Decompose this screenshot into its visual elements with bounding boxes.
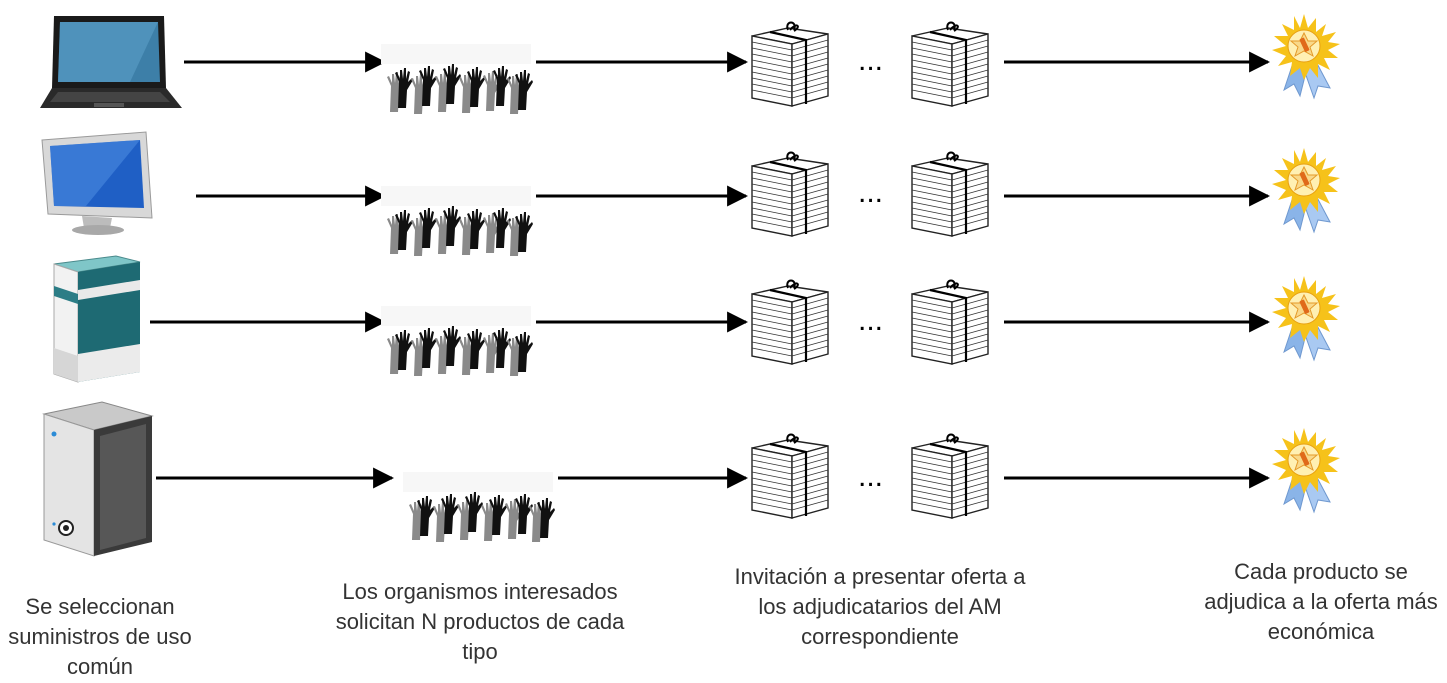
- server-tower-icon: [43, 401, 153, 557]
- ellipsis: ...: [858, 304, 883, 337]
- row-1: ...: [40, 13, 1341, 114]
- row-3: ...: [53, 255, 1341, 383]
- caption-invitation-offer: Invitación a presentar oferta a los adju…: [734, 564, 1026, 649]
- row-2: ...: [41, 131, 1341, 256]
- row-4: ...: [43, 401, 1341, 557]
- caption-select-supplies: Se seleccionan suministros de uso común: [8, 594, 192, 679]
- raised-hands-icon: [381, 44, 533, 114]
- award-ribbon-icon: [1271, 427, 1341, 513]
- ellipsis: ...: [858, 176, 883, 209]
- caption-organisms-request: Los organismos interesados solicitan N p…: [335, 579, 625, 664]
- raised-hands-icon: [381, 306, 533, 376]
- caption-award-cheapest: Cada producto se adjudica a la oferta má…: [1204, 559, 1438, 644]
- raised-hands-icon: [403, 472, 555, 542]
- paper-stack-icon: [910, 433, 990, 520]
- paper-stack-icon: [750, 433, 830, 520]
- award-ribbon-icon: [1271, 275, 1341, 361]
- paper-stack-icon: [910, 151, 990, 238]
- raised-hands-icon: [381, 186, 533, 256]
- monitor-icon: [41, 131, 153, 236]
- paper-stack-icon: [910, 21, 990, 108]
- paper-stack-icon: [750, 21, 830, 108]
- paper-stack-icon: [750, 279, 830, 366]
- laptop-icon: [40, 16, 182, 108]
- paper-stack-icon: [750, 151, 830, 238]
- ellipsis: ...: [858, 44, 883, 77]
- award-ribbon-icon: [1271, 13, 1341, 99]
- ellipsis: ...: [858, 460, 883, 493]
- software-box-icon: [53, 255, 141, 383]
- award-ribbon-icon: [1271, 147, 1341, 233]
- paper-stack-icon: [910, 279, 990, 366]
